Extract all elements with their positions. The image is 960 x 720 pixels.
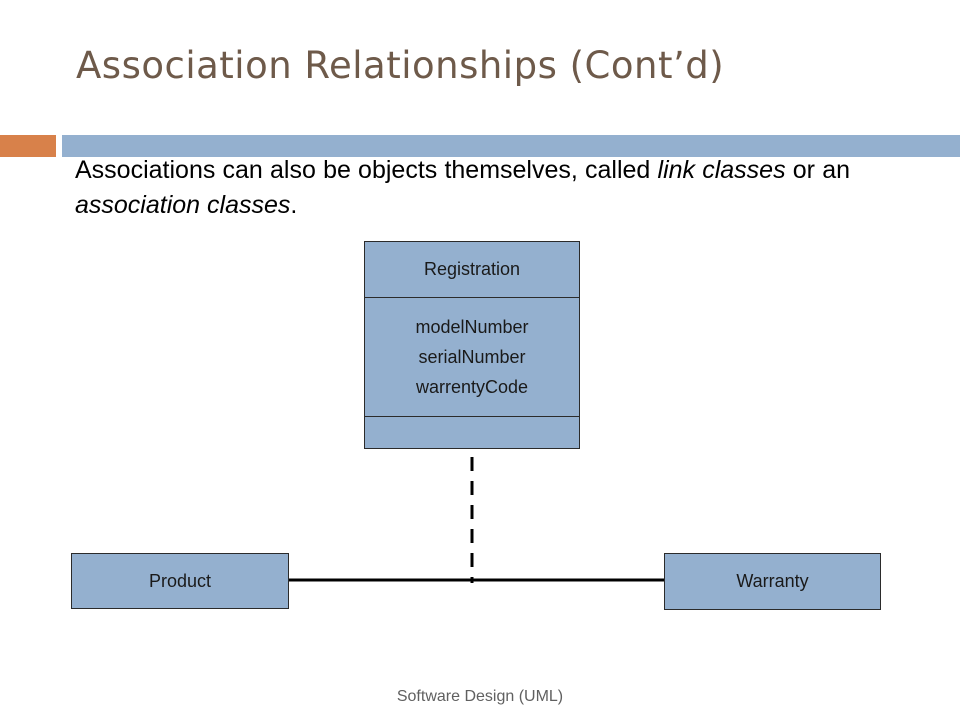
class-operations bbox=[365, 417, 579, 448]
class-attributes: modelNumber serialNumber warrentyCode bbox=[365, 298, 579, 417]
term-link-classes: link classes bbox=[657, 156, 786, 184]
body-text-part: . bbox=[290, 191, 298, 219]
class-product: Product bbox=[71, 553, 289, 609]
slide-footer: Software Design (UML) bbox=[396, 688, 564, 705]
body-text-part: or an bbox=[785, 156, 850, 184]
attribute-serial-number: serialNumber bbox=[418, 347, 526, 367]
attribute-warrenty-code: warrentyCode bbox=[415, 377, 529, 397]
class-name-product: Product bbox=[148, 570, 212, 591]
title-divider-bar bbox=[62, 135, 960, 157]
body-text-part: Associations can also be objects themsel… bbox=[75, 156, 658, 184]
slide-title: Association Relationships (Cont’d) bbox=[76, 44, 725, 87]
body-text: Associations can also be objects themsel… bbox=[75, 153, 850, 223]
title-accent-bar bbox=[0, 135, 56, 157]
attribute-model-number: modelNumber bbox=[415, 317, 529, 337]
class-warranty: Warranty bbox=[664, 553, 881, 610]
class-name-warranty: Warranty bbox=[736, 571, 809, 591]
association-class-registration: Registration modelNumber serialNumber wa… bbox=[364, 241, 580, 449]
class-name-registration: Registration bbox=[365, 242, 579, 298]
term-association-classes: association classes bbox=[75, 191, 291, 219]
